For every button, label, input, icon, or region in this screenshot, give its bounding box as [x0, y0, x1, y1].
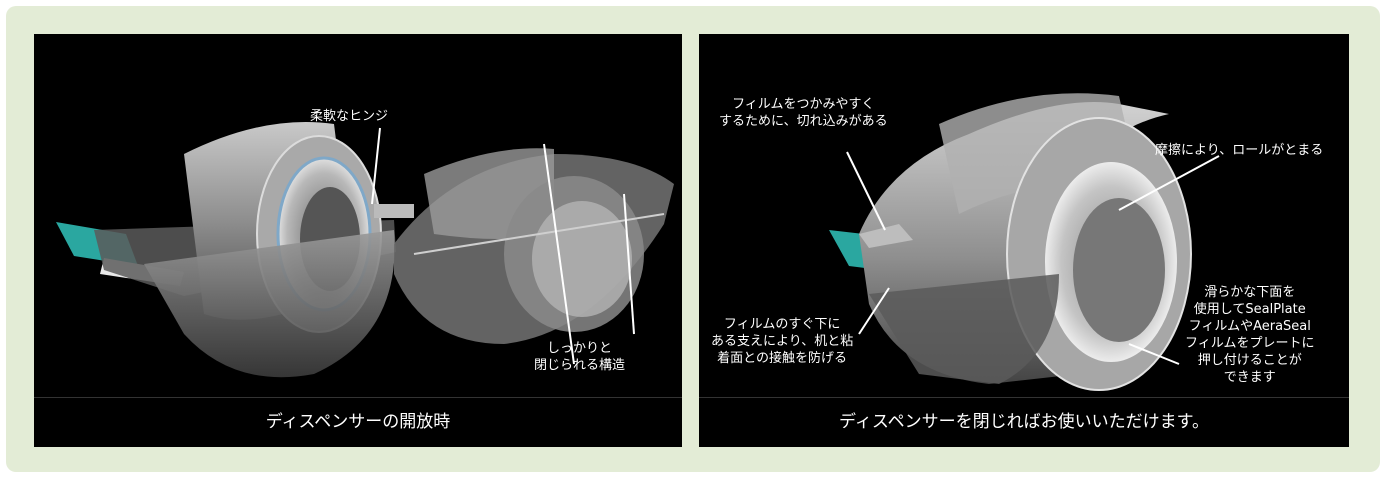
closure-leader-1: [543, 143, 575, 365]
open-dispenser-panel: 柔軟なヒンジ しっかりと 閉じられる構造 ディスペンサーの開放時: [34, 34, 682, 447]
open-dispenser-illustration: [56, 122, 674, 378]
bottom-label-line-4: フィルムをプレートに: [1185, 336, 1315, 351]
open-dispenser-caption: ディスペンサーの開放時: [34, 397, 682, 447]
bottom-label-line-1: 滑らかな下面を: [1204, 285, 1296, 300]
hinge-label: 柔軟なヒンジ: [310, 109, 389, 124]
figure-frame: 柔軟なヒンジ しっかりと 閉じられる構造 ディスペンサーの開放時: [6, 6, 1380, 472]
bottom-label-line-6: できます: [1223, 370, 1276, 385]
bottom-leader: [1128, 343, 1180, 365]
notch-label-line-1: フィルムをつかみやすく: [732, 97, 875, 112]
support-label-line-3: 着面との接触を防げる: [717, 351, 848, 366]
support-label-line-1: フィルムのすぐ下に: [723, 317, 841, 332]
closed-dispenser-panel: フィルムをつかみやすく するために、切れ込みがある 摩擦により、ロールがとまる …: [699, 34, 1349, 447]
bottom-surface-label: 滑らかな下面を 使用してSealPlate フィルムやAeraSeal フィルム…: [1185, 284, 1314, 386]
support-label: フィルムのすぐ下に ある支えにより、机と粘 着面との接触を防げる: [711, 316, 853, 367]
closed-dispenser-illustration: [829, 93, 1220, 391]
notch-label-line-2: するために、切れ込みがある: [719, 114, 888, 129]
closed-dispenser-caption-text: ディスペンサーを閉じればお使いいただけます。: [839, 412, 1209, 432]
notch-leader: [846, 151, 886, 231]
open-dispenser-caption-text: ディスペンサーの開放時: [265, 412, 451, 432]
closure-label-line-1: しっかりと: [547, 341, 613, 356]
support-label-line-2: ある支えにより、机と粘: [711, 334, 854, 349]
friction-leader: [1118, 155, 1220, 211]
friction-label: 摩擦により、ロールがとまる: [1155, 143, 1324, 158]
hinge: [374, 204, 414, 218]
support-leader: [858, 287, 890, 335]
hinge-leader: [371, 127, 381, 205]
notch: [859, 224, 913, 248]
bottom-label-line-5: 押し付けることが: [1197, 353, 1302, 368]
bottom-label-line-2: 使用してSealPlate: [1193, 302, 1306, 317]
notch-label: フィルムをつかみやすく するために、切れ込みがある: [719, 96, 888, 130]
closure-leader-2: [623, 193, 635, 335]
closed-dispenser-caption: ディスペンサーを閉じればお使いいただけます。: [699, 397, 1349, 447]
closure-label: しっかりと 閉じられる構造: [534, 340, 625, 374]
bottom-label-line-3: フィルムやAeraSeal: [1188, 319, 1311, 334]
closure-label-line-2: 閉じられる構造: [534, 358, 626, 373]
